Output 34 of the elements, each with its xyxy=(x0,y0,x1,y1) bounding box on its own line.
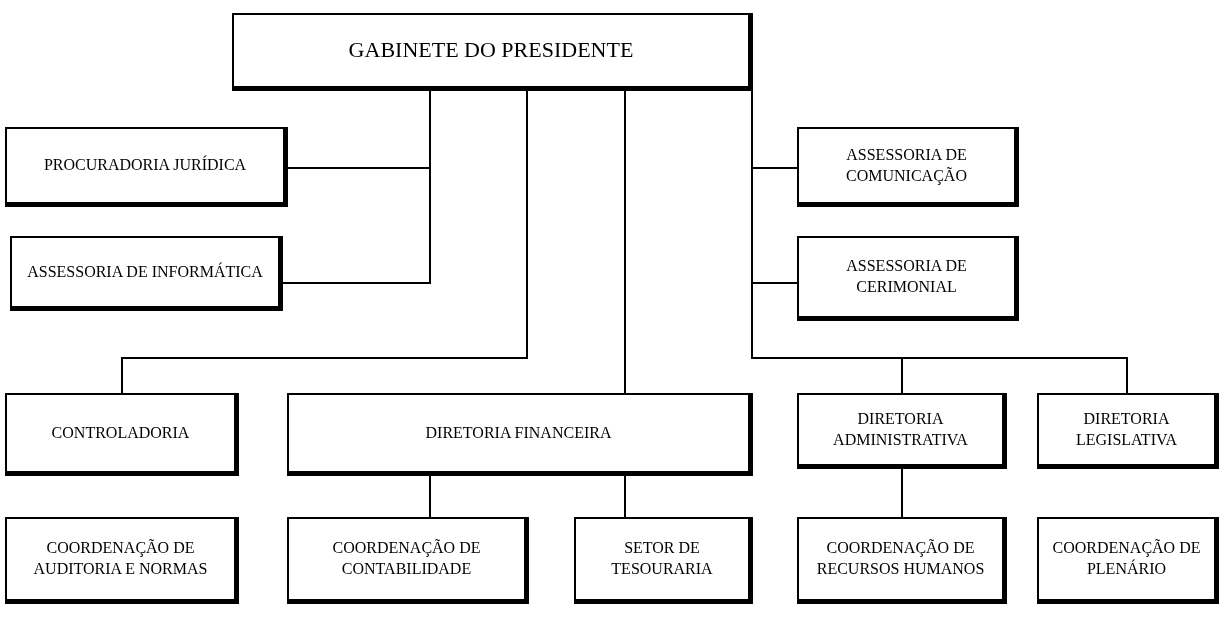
org-unit-box xyxy=(574,517,753,604)
org-unit-box xyxy=(5,127,288,207)
connector-line xyxy=(282,90,431,284)
unit-name: DIRETORIA ADMINISTRATIVA xyxy=(832,408,969,450)
unit-name: CONTROLADORIA xyxy=(51,422,190,443)
unit-name: ASSESSORIA DE INFORMÁTICA xyxy=(27,261,263,282)
unit-name: GABINETE DO PRESIDENTE xyxy=(348,36,634,65)
connector-line xyxy=(429,475,431,518)
unit-name: SETOR DE TESOURARIA xyxy=(610,538,714,579)
org-unit-box xyxy=(232,13,753,91)
org-unit-box xyxy=(797,127,1019,207)
unit-name: ASSESSORIA DE CERIMONIAL xyxy=(845,256,968,297)
org-unit-box xyxy=(10,236,283,311)
connector-line xyxy=(624,90,626,394)
org-unit-box xyxy=(797,517,1007,604)
unit-name: PROCURADORIA JURÍDICA xyxy=(43,155,247,176)
connector-line xyxy=(624,475,626,518)
org-unit-box xyxy=(5,393,239,476)
org-unit-box xyxy=(1037,393,1219,469)
unit-name: DIRETORIA LEGISLATIVA xyxy=(1075,408,1178,450)
connector-line xyxy=(121,90,528,394)
org-unit-box xyxy=(5,517,239,604)
org-unit-box xyxy=(287,393,753,476)
unit-name: COORDENAÇÃO DE RECURSOS HUMANOS xyxy=(815,538,986,579)
unit-name: COORDENAÇÃO DE PLENÁRIO xyxy=(1051,538,1202,579)
unit-name: ASSESSORIA DE COMUNICAÇÃO xyxy=(845,144,968,187)
unit-name: COORDENAÇÃO DE CONTABILIDADE xyxy=(331,538,482,579)
unit-name: COORDENAÇÃO DE AUDITORIA E NORMAS xyxy=(32,538,209,579)
org-unit-box xyxy=(797,393,1007,469)
unit-name: DIRETORIA FINANCEIRA xyxy=(425,422,612,443)
connector-line xyxy=(901,468,903,518)
org-unit-box xyxy=(797,236,1019,321)
org-unit-box xyxy=(287,517,529,604)
org-unit-box xyxy=(1037,517,1219,604)
